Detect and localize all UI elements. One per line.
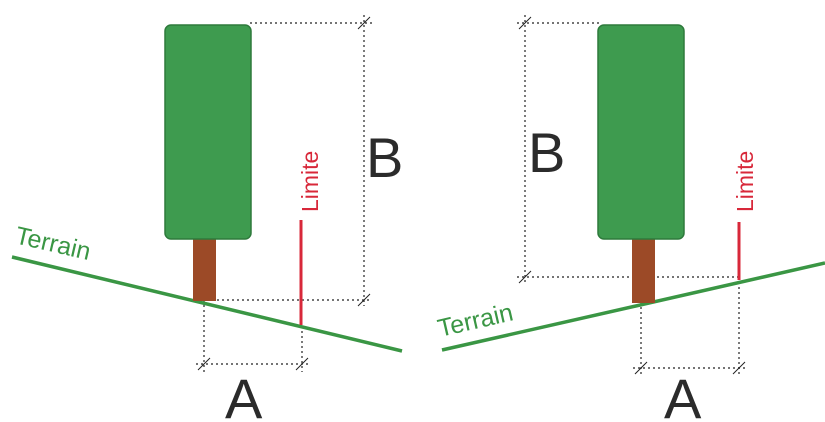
right-dim-a-label: A <box>664 367 702 422</box>
right-dim-b-label: B <box>528 121 565 184</box>
left-terrain-line <box>11 255 403 353</box>
left-dimension-lines <box>196 15 372 372</box>
right-dimension-lines <box>517 15 747 376</box>
right-terrain-line <box>441 261 825 352</box>
right-tree-foliage <box>597 24 685 240</box>
right-limite-label: Limite <box>732 151 758 212</box>
left-panel: Terrain Limite B A <box>11 15 403 422</box>
left-tree-trunk <box>193 236 216 301</box>
left-dim-a-label: A <box>225 367 263 422</box>
left-tree-foliage <box>164 24 252 240</box>
right-tree-trunk <box>632 236 655 303</box>
left-dim-b-label: B <box>366 126 403 189</box>
left-limite-label: Limite <box>297 151 323 212</box>
right-panel: Terrain Limite B A <box>435 15 825 422</box>
